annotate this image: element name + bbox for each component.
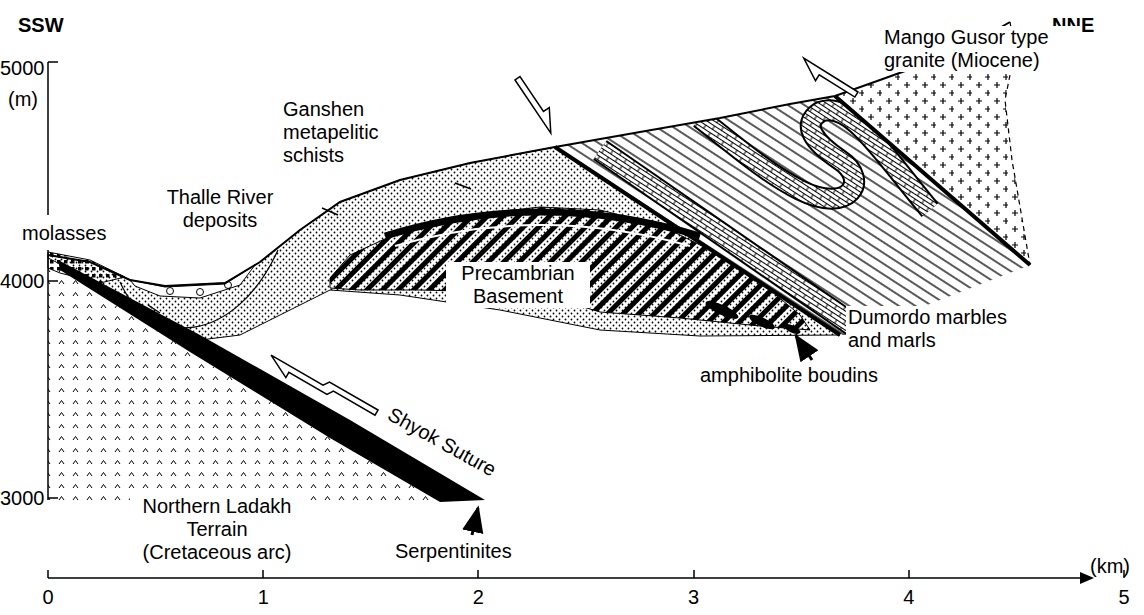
suture-label: Shyok Suture	[384, 403, 500, 481]
marble-band	[600, 150, 860, 330]
unit-label: Precambrian Basement	[446, 262, 590, 308]
fault-line	[835, 96, 1030, 265]
leader-arrow	[472, 508, 478, 535]
unit-label: Northern Ladakh Terrain (Cretaceous arc)	[130, 495, 304, 564]
tick-label: 0	[28, 586, 68, 609]
basement-contact	[395, 225, 690, 246]
marble-band	[600, 150, 860, 330]
river-deposits	[130, 265, 255, 298]
tick-label: 4	[889, 586, 929, 609]
amphibolite-layer	[385, 212, 700, 236]
elevation-label: 5000	[0, 57, 44, 80]
y-axis	[48, 62, 58, 500]
unit-label: (m)	[8, 88, 48, 111]
contact-line	[120, 250, 278, 328]
unit-label: molasses	[22, 222, 122, 245]
serpentinite-band	[58, 260, 485, 502]
leader-arrow	[796, 336, 812, 360]
fault-line	[555, 147, 840, 335]
tick-label: 3	[674, 586, 714, 609]
topography	[48, 22, 1010, 286]
boudin	[704, 298, 741, 322]
x-axis	[48, 570, 1124, 578]
shear-arrow	[515, 73, 562, 133]
unit-label: Ganshen metapelitic schists	[283, 98, 408, 167]
unit-label: (km)	[1090, 555, 1144, 578]
unit-label: Thalle River deposits	[150, 186, 290, 232]
tick-label: 5	[1104, 586, 1144, 609]
shear-arrow	[797, 58, 858, 103]
unit-label: Dumordo marbles and marls	[846, 306, 1035, 352]
callout-label: amphibolite boudins	[700, 364, 940, 387]
gravel	[197, 289, 204, 296]
tick-label: 1	[243, 586, 283, 609]
elevation-label: 3000	[0, 487, 44, 510]
boudin	[782, 322, 801, 336]
direction-label: SSW	[18, 14, 78, 37]
thrust-arrow	[265, 350, 378, 426]
unit-label: Mango Gusor type granite (Miocene)	[882, 26, 1081, 72]
callout-label: Serpentinites	[395, 540, 545, 563]
boudin	[747, 312, 776, 332]
tick-label: 2	[458, 586, 498, 609]
gravel	[167, 288, 174, 295]
elevation-label: 4000	[0, 270, 44, 293]
